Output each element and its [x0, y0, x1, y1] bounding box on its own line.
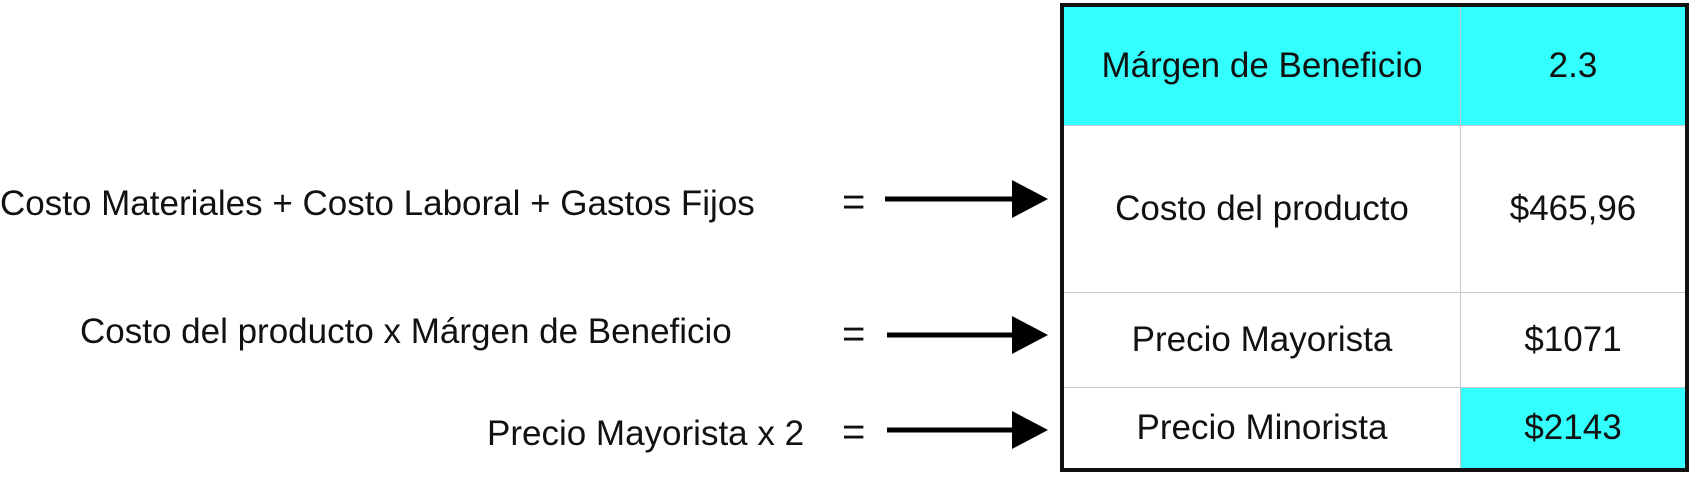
- equals-sign: =: [842, 312, 866, 356]
- pricing-table: Márgen de Beneficio 2.3 Costo del produc…: [1060, 3, 1689, 472]
- equals-sign: =: [842, 180, 866, 224]
- retail-price-label: Precio Minorista: [1064, 388, 1461, 468]
- table-row: Márgen de Beneficio 2.3: [1064, 7, 1685, 125]
- arrow-right-icon: [885, 180, 1048, 218]
- product-cost-value: $465,96: [1509, 189, 1637, 228]
- table-row: Precio Minorista $2143: [1064, 387, 1685, 468]
- product-cost-label: Costo del producto: [1064, 126, 1461, 292]
- margin-label: Márgen de Beneficio: [1064, 7, 1461, 125]
- formula-precio-minorista: Precio Mayorista x 2: [487, 414, 805, 453]
- formula-precio-mayorista: Costo del producto x Márgen de Beneficio: [80, 312, 732, 351]
- formula-costo-producto: Costo Materiales + Costo Laboral + Gasto…: [0, 184, 755, 223]
- table-row: Costo del producto $465,96: [1064, 125, 1685, 292]
- wholesale-price-label: Precio Mayorista: [1064, 293, 1461, 387]
- equals-sign: =: [842, 410, 866, 454]
- wholesale-price-value: $1071: [1524, 320, 1622, 359]
- retail-price-value: $2143: [1461, 388, 1685, 468]
- arrow-right-icon: [887, 316, 1048, 354]
- margin-value: 2.3: [1461, 7, 1685, 125]
- table-row: Precio Mayorista $1071: [1064, 292, 1685, 387]
- arrow-right-icon: [887, 411, 1048, 449]
